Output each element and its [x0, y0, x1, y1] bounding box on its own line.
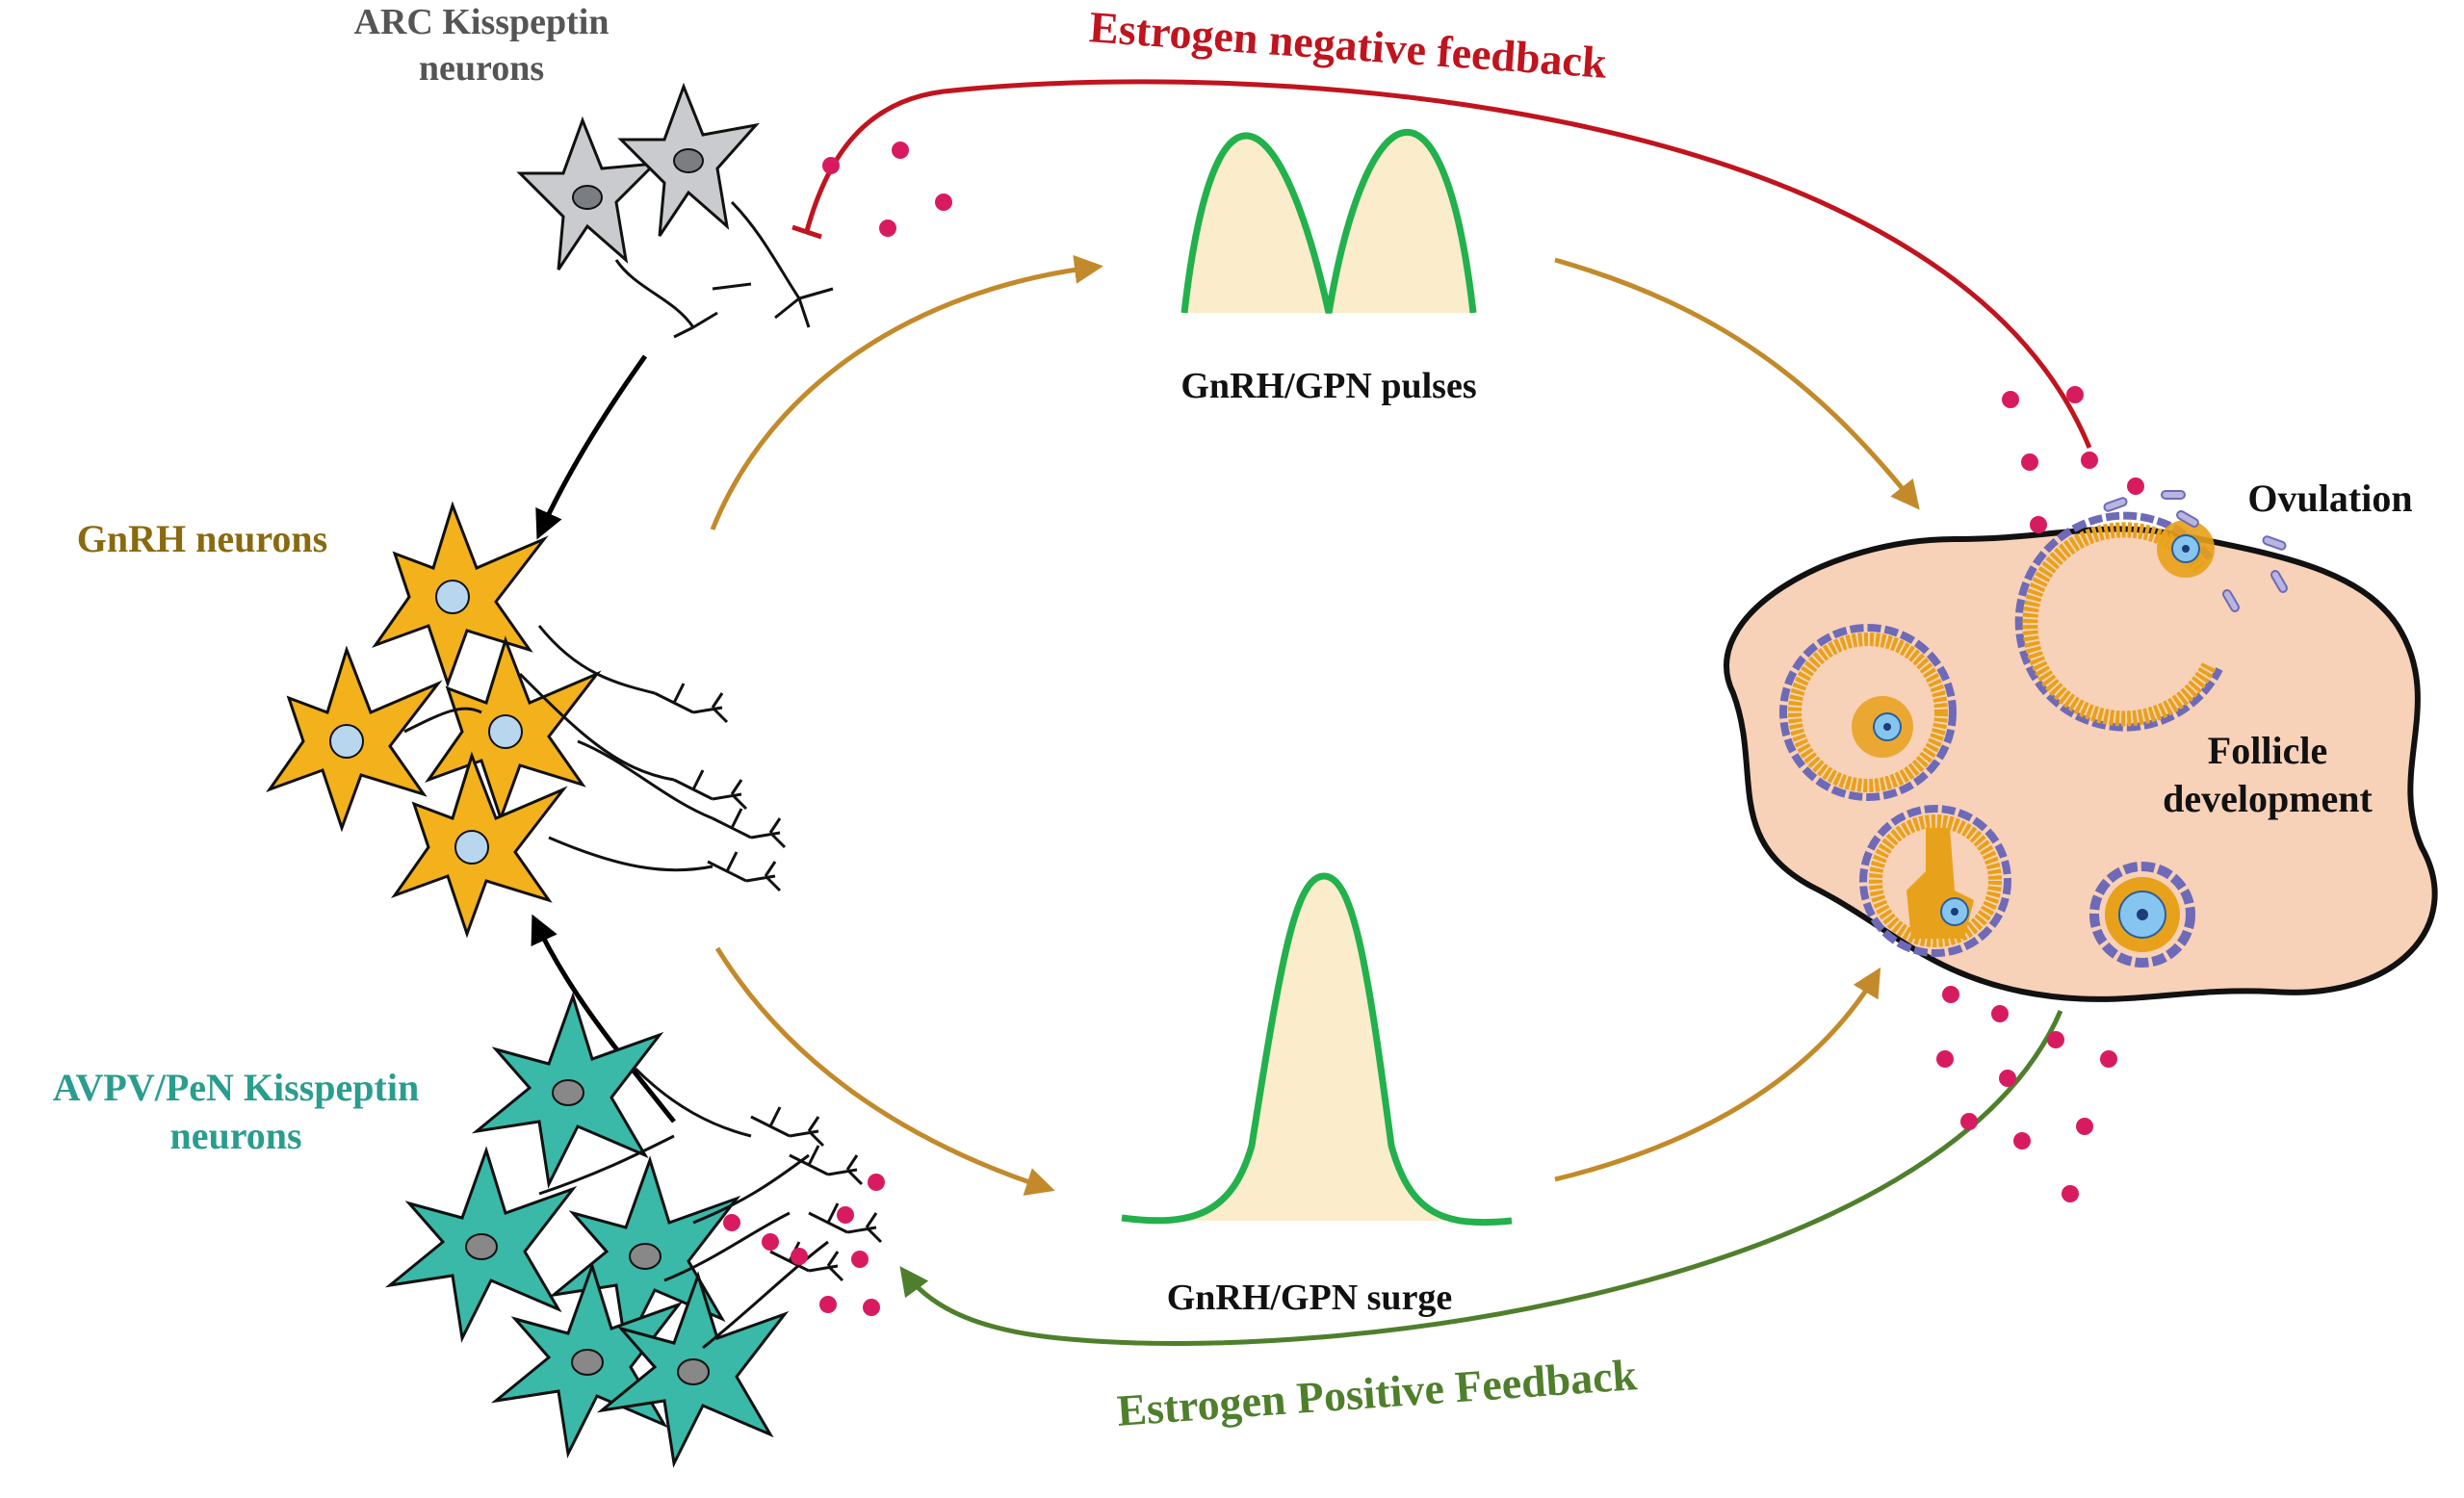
- avpv-neuron: [596, 1271, 790, 1468]
- flow-arrow-surge-to-ovary: [1554, 967, 1881, 1182]
- follicle: [2089, 862, 2195, 968]
- avpv-neuron: [471, 992, 664, 1189]
- gnrh-neuron: [266, 645, 443, 833]
- follicle-development-label: Follicle development: [2163, 729, 2373, 820]
- released-cells: [2103, 490, 2288, 612]
- inhibition-bar: [791, 224, 822, 240]
- avpv-kisspeptin-neurons: [384, 992, 883, 1468]
- arrow-arc-to-gnrh: [535, 354, 648, 540]
- gnrh-neuron: [425, 635, 602, 823]
- arc-kisspeptin-label: ARC Kisspeptin neurons: [353, 2, 610, 89]
- arc-kisspeptin-neurons: [516, 82, 834, 339]
- arc-neuron: [516, 116, 659, 271]
- negative-feedback-arc: [791, 79, 2092, 449]
- follicle: [1779, 624, 1957, 801]
- flow-arrow-to-surge: [714, 946, 1055, 1196]
- ovary: [1724, 490, 2438, 1002]
- ruptured-follicle: [2014, 511, 2223, 732]
- surge-waveform: [1121, 872, 1513, 1227]
- ovulation-label: Ovulation: [2247, 477, 2413, 520]
- estrogen-dots: [723, 142, 2144, 1316]
- flow-arrow-pulses-to-ovary: [1554, 257, 1920, 510]
- gnrh-neurons: [266, 501, 787, 939]
- arc-neuron: [617, 82, 761, 237]
- gnrh-neuron: [372, 501, 549, 688]
- avpv-kisspeptin-label: AVPV/PeN Kisspeptin neurons: [52, 1066, 420, 1157]
- arrow-avpv-to-gnrh: [531, 914, 676, 1124]
- pulses-label: GnRH/GPN pulses: [1180, 366, 1477, 406]
- follicle: [1859, 805, 2011, 957]
- avpv-neuron: [384, 1146, 578, 1343]
- surge-label: GnRH/GPN surge: [1166, 1278, 1453, 1318]
- gnrh-neurons-label: GnRH neurons: [76, 517, 328, 560]
- positive-feedback-arc: [899, 1010, 2063, 1346]
- flow-arrow-to-pulses: [710, 255, 1103, 530]
- gnrh-neuron: [391, 751, 568, 939]
- pulses-waveform: [1180, 128, 1477, 314]
